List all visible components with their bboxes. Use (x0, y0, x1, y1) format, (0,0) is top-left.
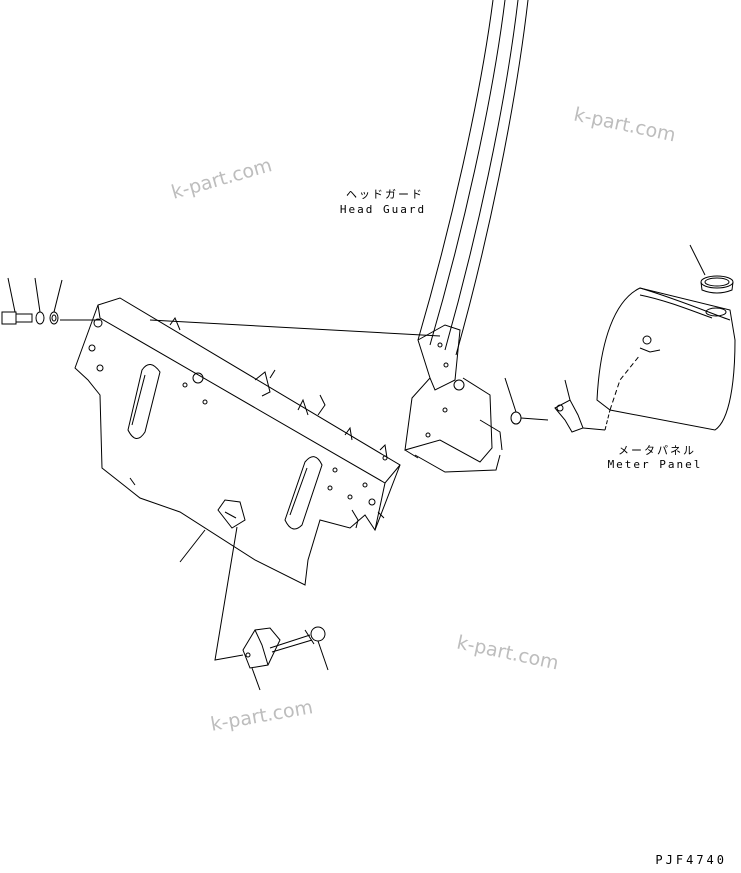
lower-bracket (242, 627, 281, 669)
head-guard-label-en: Head Guard (339, 203, 427, 216)
meter-panel-cap (700, 275, 734, 294)
meter-panel-label-en: Meter Panel (607, 458, 703, 471)
leader-lines (7, 244, 706, 691)
meter-panel-label-jp: メータパネル (618, 444, 696, 457)
left-bolt (1, 311, 33, 325)
meter-screw (510, 411, 549, 425)
panel-slot-left (127, 364, 161, 439)
head-guard-post (417, 0, 529, 356)
lower-bolt (269, 626, 326, 653)
dashboard-panel (74, 297, 401, 586)
head-guard-label-jp: ヘッドガード (346, 188, 424, 201)
panel-slot-right (284, 456, 323, 530)
left-washers (35, 311, 59, 325)
meter-clip (554, 399, 584, 433)
meter-panel-housing (596, 287, 736, 431)
drawing-code: PJF4740 (655, 853, 727, 867)
head-guard-bracket (404, 324, 503, 473)
